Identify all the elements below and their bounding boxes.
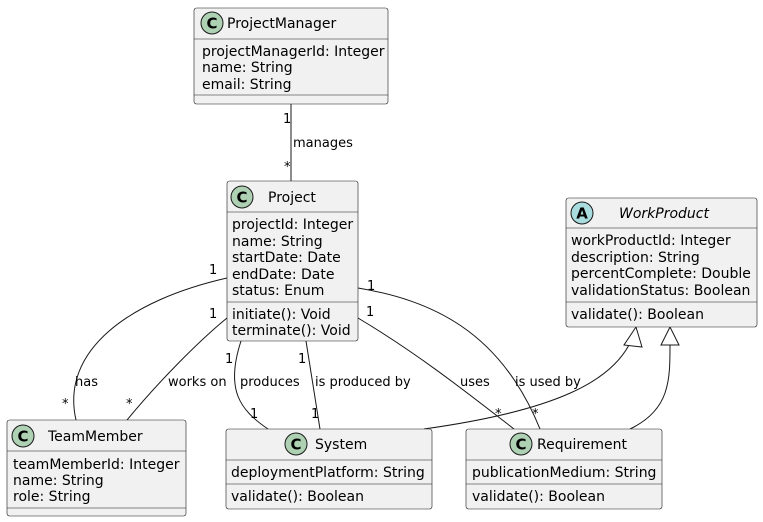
attribute: email: String [202, 77, 292, 93]
attribute: projectId: Integer [232, 217, 353, 233]
method: validate(): Boolean [231, 489, 364, 505]
attribute: description: String [571, 250, 700, 266]
attribute: deploymentPlatform: String [231, 465, 425, 481]
class-teammember: C TeamMember teamMemberId: Integer name:… [6, 419, 187, 517]
attribute: startDate: Date [232, 250, 341, 266]
label-produces: produces [240, 375, 300, 390]
class-projectmanager: C ProjectManager projectManagerId: Integ… [193, 7, 389, 105]
class-glyph: C [206, 15, 217, 33]
class-system: C System deploymentPlatform: String vali… [225, 428, 433, 510]
attribute: validationStatus: Boolean [571, 283, 750, 299]
class-icon [284, 432, 308, 456]
class-glyph: C [236, 189, 247, 207]
mult-is-produced-by-to: 1 [311, 407, 319, 422]
mult-manages-to: * [284, 160, 291, 175]
attribute: publicationMedium: String [472, 465, 656, 481]
class-name: WorkProduct [619, 206, 709, 222]
class-icon [230, 185, 254, 209]
attribute: endDate: Date [232, 267, 334, 283]
relations: 1 manages * 1 has * 1 works on * 1 produ… [62, 104, 680, 430]
generalization-arrowhead-requirement [660, 325, 680, 346]
edge-is-used-by [357, 287, 541, 430]
edge-system-extends-workproduct [423, 344, 630, 430]
mult-has-to: * [62, 397, 69, 412]
edge-works-on [126, 317, 228, 421]
edge-requirement-extends-workproduct [629, 344, 671, 430]
attribute: percentComplete: Double [571, 266, 751, 282]
mult-produces-to: 1 [250, 407, 258, 422]
attribute: name: String [202, 60, 293, 76]
mult-works-on-to: * [126, 397, 133, 412]
label-is-produced-by: is produced by [315, 375, 411, 390]
class-icon [11, 424, 35, 448]
edge-has [73, 277, 228, 421]
method: initiate(): Void [232, 307, 331, 323]
mult-uses-to: * [495, 407, 502, 422]
mult-is-used-by-from: 1 [367, 279, 375, 294]
class-icon [200, 11, 224, 35]
class-glyph: C [515, 436, 526, 454]
label-manages: manages [293, 136, 353, 151]
class-workproduct: A WorkProduct workProductId: Integer des… [565, 197, 758, 328]
mult-is-produced-by-from: 1 [298, 352, 306, 367]
attribute: name: String [232, 234, 323, 250]
mult-is-used-by-to: * [532, 407, 539, 422]
attribute: workProductId: Integer [571, 233, 731, 249]
mult-uses-from: 1 [366, 305, 374, 320]
class-glyph: C [290, 436, 301, 454]
edge-is-produced-by [305, 340, 321, 430]
attribute: status: Enum [232, 283, 324, 299]
generalization-arrowhead-system [623, 325, 643, 348]
class-name: ProjectManager [227, 16, 337, 32]
class-project: C Project projectId: Integer name: Strin… [226, 180, 359, 342]
class-name: TeamMember [47, 429, 143, 445]
method: validate(): Boolean [472, 489, 605, 505]
class-icon [509, 432, 533, 456]
method: terminate(): Void [232, 323, 351, 339]
mult-produces-from: 1 [225, 352, 233, 367]
class-name: Project [268, 190, 316, 206]
label-uses: uses [460, 375, 490, 390]
abstract-class-icon [570, 201, 594, 225]
abstract-glyph: A [576, 205, 588, 223]
attribute: projectManagerId: Integer [202, 44, 385, 60]
class-name: System [315, 437, 367, 453]
attribute: role: String [13, 489, 90, 505]
method: validate(): Boolean [571, 307, 704, 323]
mult-manages-from: 1 [283, 112, 291, 127]
class-requirement: C Requirement publicationMedium: String … [465, 428, 663, 510]
mult-works-on-from: 1 [209, 307, 217, 322]
edge-uses [357, 317, 515, 430]
label-works-on: works on [168, 375, 227, 390]
class-glyph: C [17, 428, 28, 446]
class-name: Requirement [537, 437, 628, 453]
label-has: has [75, 375, 98, 390]
mult-has-from: 1 [209, 263, 217, 278]
attribute: teamMemberId: Integer [13, 457, 180, 473]
edge-produces [233, 340, 269, 430]
label-is-used-by: is used by [515, 375, 581, 390]
attribute: name: String [13, 473, 104, 489]
